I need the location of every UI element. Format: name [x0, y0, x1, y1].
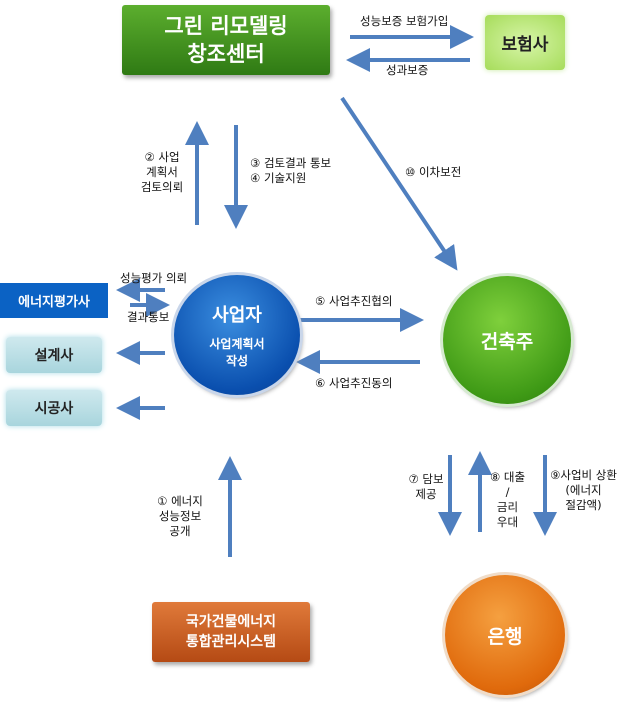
national-building-energy-system-box: 국가건물에너지 통합관리시스템	[152, 602, 310, 662]
energy-evaluator-label: 에너지평가사	[18, 295, 90, 310]
green-remodeling-center-box: 그린 리모델링 창조센터	[122, 5, 330, 75]
step10-label: ⑩ 이차보전	[405, 165, 462, 179]
national-line1: 국가건물에너지	[185, 614, 277, 630]
business-sub2: 작성	[225, 354, 249, 368]
result-notice-label: 결과통보	[127, 310, 170, 324]
step8-line1: ⑧ 대출	[489, 470, 526, 484]
step2-label: ② 사업 계획서 검토의뢰	[132, 150, 192, 195]
step1-line2: 성능정보	[158, 509, 202, 523]
step7-line1: ⑦ 담보	[408, 472, 444, 486]
step2-line3: 검토의뢰	[140, 180, 184, 194]
national-line2: 통합관리시스템	[185, 634, 277, 650]
step8-line4: 우대	[496, 515, 519, 529]
step9-label: ⑨사업비 상환 (에너지 절감액)	[546, 468, 621, 513]
center-line2: 창조센터	[187, 42, 265, 66]
step1-label: ① 에너지 성능정보 공개	[145, 494, 215, 539]
step9-line3: 절감액)	[565, 498, 602, 512]
constructor-box: 시공사	[6, 390, 102, 426]
step8-line2: /	[505, 485, 510, 499]
performance-guarantee-label: 성과보증	[386, 63, 429, 77]
insurer-label: 보험사	[501, 35, 549, 55]
eval-request-label: 성능평가 의뢰	[120, 271, 188, 285]
step8-line3: 금리	[496, 500, 519, 514]
center-line1: 그린 리모델링	[164, 14, 288, 38]
business-operator-circle: 사업자 사업계획서 작성	[174, 275, 300, 395]
bank-label: 은행	[487, 625, 523, 648]
step1-line3: 공개	[169, 524, 191, 538]
step9-line1: ⑨사업비 상환	[550, 468, 617, 482]
arrow-step10	[340, 96, 458, 271]
insurance-join-label: 성능보증 보험가입	[360, 14, 449, 28]
step5-label: ⑤ 사업추진협의	[315, 294, 393, 308]
designer-box: 설계사	[6, 337, 102, 373]
step2-line1: ② 사업	[144, 150, 180, 164]
step3-4-label: ③ 검토결과 통보 ④ 기술지원	[250, 156, 331, 186]
building-owner-circle: 건축주	[443, 276, 571, 404]
business-sub1: 사업계획서	[209, 337, 265, 351]
constructor-label: 시공사	[34, 401, 74, 417]
step4-text: ④ 기술지원	[250, 171, 307, 185]
step7-label: ⑦ 담보 제공	[405, 472, 447, 502]
designer-label: 설계사	[34, 348, 74, 364]
step2-line2: 계획서	[146, 165, 178, 179]
business-title: 사업자	[212, 305, 262, 326]
owner-label: 건축주	[480, 330, 534, 353]
bank-circle: 은행	[445, 575, 565, 695]
step9-line2: (에너지	[565, 483, 602, 497]
step1-line1: ① 에너지	[157, 494, 203, 508]
step3-text: ③ 검토결과 통보	[250, 156, 332, 170]
energy-evaluator-box: 에너지평가사	[0, 283, 108, 318]
step7-line2: 제공	[415, 487, 437, 501]
insurer-box: 보험사	[485, 15, 565, 70]
step8-label: ⑧ 대출 / 금리 우대	[485, 470, 530, 530]
step6-label: ⑥ 사업추진동의	[315, 376, 393, 390]
